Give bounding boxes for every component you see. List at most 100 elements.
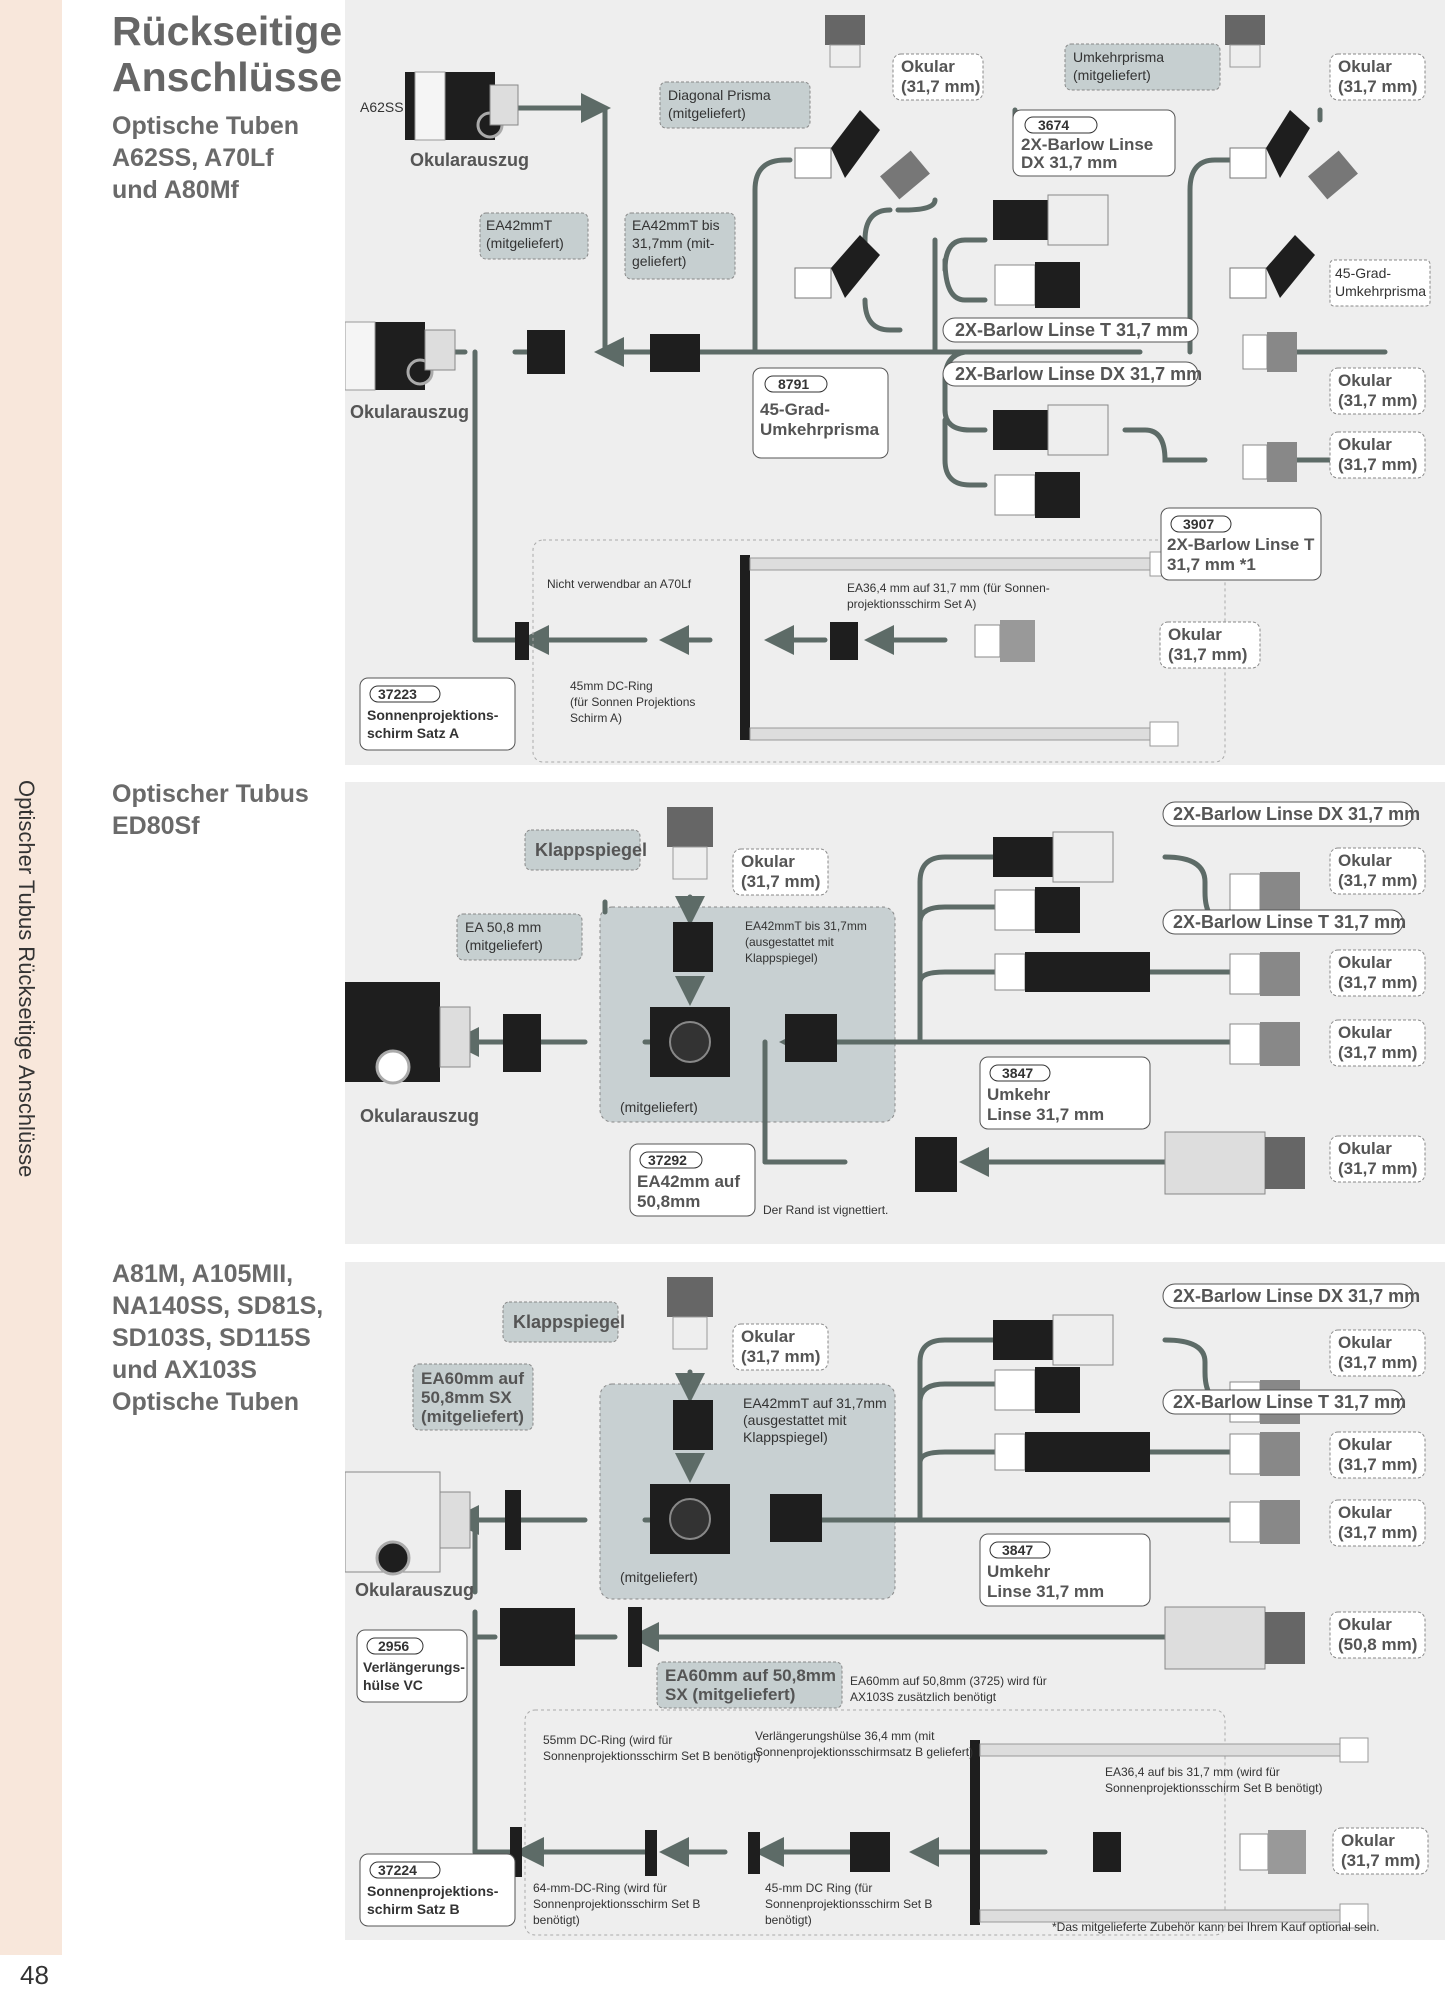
- barlow-dx-1: [993, 194, 1109, 246]
- tag-45grad-box: [1329, 259, 1431, 307]
- part-37224-l2: schirm Satz B: [367, 1901, 460, 1917]
- label-okularauszug-top: Okularauszug: [410, 150, 529, 170]
- note-dc45-l2: (für Sonnen Projektions: [570, 695, 695, 709]
- okularauszug-device: [344, 1471, 471, 1576]
- note-ea42auf-l2: (ausgestattet mit: [743, 1412, 847, 1428]
- barlow-dx-2: [993, 404, 1109, 456]
- note-dc45-l1: 45mm DC-Ring: [570, 679, 653, 693]
- tag-okular-4-l2: (31,7 mm): [1338, 1159, 1417, 1178]
- part-37223-badge: [369, 685, 441, 703]
- part-2956-l1: Verlängerungs-: [363, 1659, 465, 1675]
- tag-okular-1-l2: (31,7 mm): [1338, 1353, 1417, 1372]
- eyepiece-wide: [1164, 1131, 1305, 1195]
- diagram-2: Klappspiegel Okular (31,7 mm) EA 50,8 mm…: [345, 801, 1426, 1217]
- note-ea36-l2: projektionsschirm Set A): [847, 597, 976, 611]
- tag-okular-1-l2: (31,7 mm): [1338, 871, 1417, 890]
- bar-barlow-t-text: 2X-Barlow Linse T 31,7 mm: [1173, 1392, 1406, 1412]
- tag-okular-1-box: [1329, 847, 1426, 895]
- tag-ea60-box: [412, 1363, 534, 1431]
- part-3674-number: 3674: [1038, 117, 1069, 133]
- tag-45grad-l1: 45-Grad-: [1335, 265, 1391, 281]
- note-dc45-l2: Sonnenprojektionsschirm Set B: [765, 1897, 932, 1911]
- bar-barlow-t: [1162, 1389, 1404, 1415]
- note-rand: Der Rand ist vignettiert.: [763, 1203, 888, 1217]
- section2-heading: Optischer Tubus ED80Sf: [112, 780, 309, 840]
- note-ea36-l1: EA36,4 mm auf 31,7 mm (für Sonnen-: [847, 581, 1050, 595]
- tag-ea42-l1: EA42mmT: [486, 217, 553, 233]
- tag-okular-sun-box: [1332, 1827, 1429, 1875]
- note-dc64-l2: Sonnenprojektionsschirm Set B: [533, 1897, 700, 1911]
- eyepiece-solar: [974, 620, 1035, 662]
- tag-okular-b-l1: Okular: [1338, 57, 1392, 76]
- tag-okular-d-box: [1329, 431, 1426, 479]
- part-8791-l1: 45-Grad-: [760, 400, 830, 419]
- eyepiece-r2: [1229, 952, 1300, 996]
- part-3847-l1: Umkehr: [987, 1085, 1051, 1104]
- part-2956-number: 2956: [378, 1638, 409, 1654]
- label-okularauszug-left: Okularauszug: [350, 402, 469, 422]
- tag-okular-2-box: [1329, 949, 1426, 997]
- part-8791-l2: Umkehrprisma: [760, 420, 880, 439]
- tag-okular-3-box: [1329, 1499, 1426, 1547]
- note-ea42bis-l2: (ausgestattet mit: [745, 935, 834, 949]
- tag-okular-3-l1: Okular: [1338, 1023, 1392, 1042]
- tag-okular-d-l1: Okular: [1338, 435, 1392, 454]
- tag-okular-1-l1: Okular: [1338, 1333, 1392, 1352]
- tag-okular-e-l1: Okular: [1168, 625, 1222, 644]
- diagonal-prism-4: [1229, 235, 1315, 299]
- tag-ea508-box: [456, 913, 583, 961]
- bar-barlow-dx-text: 2X-Barlow Linse DX 31,7 mm: [955, 364, 1202, 384]
- bar-barlow-dx: [942, 361, 1199, 387]
- note-dc45-l3: Schirm A): [570, 711, 622, 725]
- part-3907-l1: 2X-Barlow Linse T: [1167, 535, 1315, 554]
- eyepiece-r1: [1229, 872, 1300, 916]
- label-mitgeliefert: (mitgeliefert): [620, 1099, 698, 1115]
- tag-okular-1-l1: Okular: [1338, 851, 1392, 870]
- diagram-panel-3: Klappspiegel Okular (31,7 mm) EA60mm auf…: [344, 1262, 1445, 1940]
- tag-okular-c-l2: (31,7 mm): [1338, 391, 1417, 410]
- page-number: 48: [20, 1960, 49, 1990]
- tag-okular-2-l1: Okular: [1338, 1435, 1392, 1454]
- diagram-panel-1: A62SS Okularauszug Okularauszug EA42mmT …: [344, 0, 1445, 765]
- solar-rail-end-top: [1339, 1737, 1369, 1763]
- eyepiece-angled-2: [1308, 150, 1358, 200]
- adapter-ea60: [505, 1490, 521, 1550]
- tag-okular-a-box: [732, 1323, 829, 1371]
- extension-tube-36: [850, 1832, 890, 1872]
- part-37292-badge: [639, 1151, 703, 1169]
- bar-barlow-t: [1162, 909, 1404, 935]
- eyepiece-top: [667, 807, 713, 880]
- label-mitgeliefert: (mitgeliefert): [620, 1569, 698, 1585]
- bar-barlow-t-text: 2X-Barlow Linse T 31,7 mm: [1173, 912, 1406, 932]
- note-ea36-l2: Sonnenprojektionsschirm Set B benötigt): [1105, 1781, 1322, 1795]
- dc-ring-55: [645, 1830, 657, 1876]
- barlow-t-2: [994, 472, 1080, 518]
- eyepiece-r3: [1229, 1022, 1300, 1066]
- part-3847-l2: Linse 31,7 mm: [987, 1582, 1104, 1601]
- note-nicht-a70: Nicht verwendbar an A70Lf: [547, 577, 692, 591]
- tag-okular-b-box: [1329, 53, 1426, 101]
- adapter-ea42-klapp: [785, 1014, 837, 1062]
- note-ea42auf-l1: EA42mmT auf 31,7mm: [743, 1395, 887, 1411]
- barlow-t: [994, 1367, 1080, 1413]
- tag-okular-a-l1: Okular: [901, 57, 955, 76]
- note-ea42bis-l1: EA42mmT bis 31,7mm: [745, 919, 867, 933]
- tag-okular-2-l2: (31,7 mm): [1338, 973, 1417, 992]
- part-3847-number: 3847: [1002, 1542, 1033, 1558]
- solar-rail-end-bottom: [1339, 1903, 1369, 1929]
- tag-okular-a-l2: (31,7 mm): [741, 872, 820, 891]
- part-3847-badge: [989, 1541, 1051, 1559]
- erecting-lens: [994, 1432, 1150, 1472]
- bar-barlow-dx-text: 2X-Barlow Linse DX 31,7 mm: [1173, 1286, 1420, 1306]
- tag-okular-sun-l1: Okular: [1341, 1831, 1395, 1850]
- eyepiece-top: [667, 1277, 713, 1350]
- label-okularauszug: Okularauszug: [360, 1106, 479, 1126]
- tag-umkehrprisma-box: [1064, 43, 1221, 91]
- bar-barlow-t: [942, 317, 1199, 343]
- tag-okular-a-box: [892, 53, 984, 101]
- note-vh36-l1: Verlängerungshülse 36,4 mm (mit: [755, 1729, 935, 1743]
- solar-rail-top: [979, 1743, 1341, 1757]
- note-dc45-l1: 45-mm DC Ring (für: [765, 1881, 872, 1895]
- solar-plate: [970, 1740, 980, 1925]
- tag-klappspiegel: Klappspiegel: [535, 840, 647, 860]
